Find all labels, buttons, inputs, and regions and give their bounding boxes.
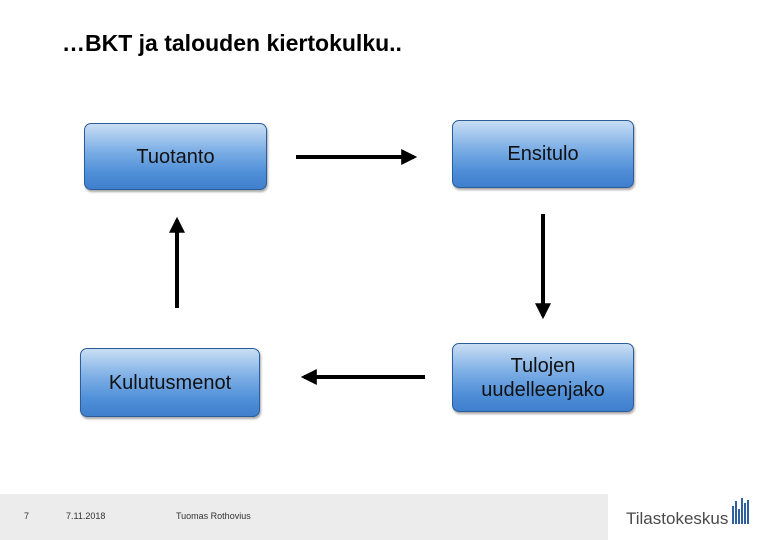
node-ensitulo: Ensitulo — [452, 120, 634, 188]
node-ensitulo-label: Ensitulo — [507, 143, 579, 165]
node-kulutusmenot: Kulutusmenot — [80, 348, 260, 417]
footer-bar — [0, 494, 608, 540]
node-kulutusmenot-label: Kulutusmenot — [108, 371, 232, 394]
logo-bars-icon — [732, 498, 749, 524]
logo-text: Tilastokeskus — [626, 509, 729, 528]
footer-date: 7.11.2018 — [66, 511, 106, 521]
node-tulojen-uudelleenjako: Tulojen uudelleenjako — [452, 343, 634, 412]
tilastokeskus-logo: Tilastokeskus — [620, 492, 772, 536]
page-number: 7 — [24, 511, 30, 521]
slide-title: …BKT ja talouden kiertokulku.. — [62, 30, 402, 56]
footer-author: Tuomas Rothovius — [176, 511, 251, 521]
node-tulojen-label-line2: uudelleenjako — [481, 378, 605, 401]
node-tuotanto: Tuotanto — [84, 123, 267, 190]
node-tuotanto-label: Tuotanto — [136, 145, 215, 168]
node-tulojen-label-line1: Tulojen — [510, 354, 576, 377]
